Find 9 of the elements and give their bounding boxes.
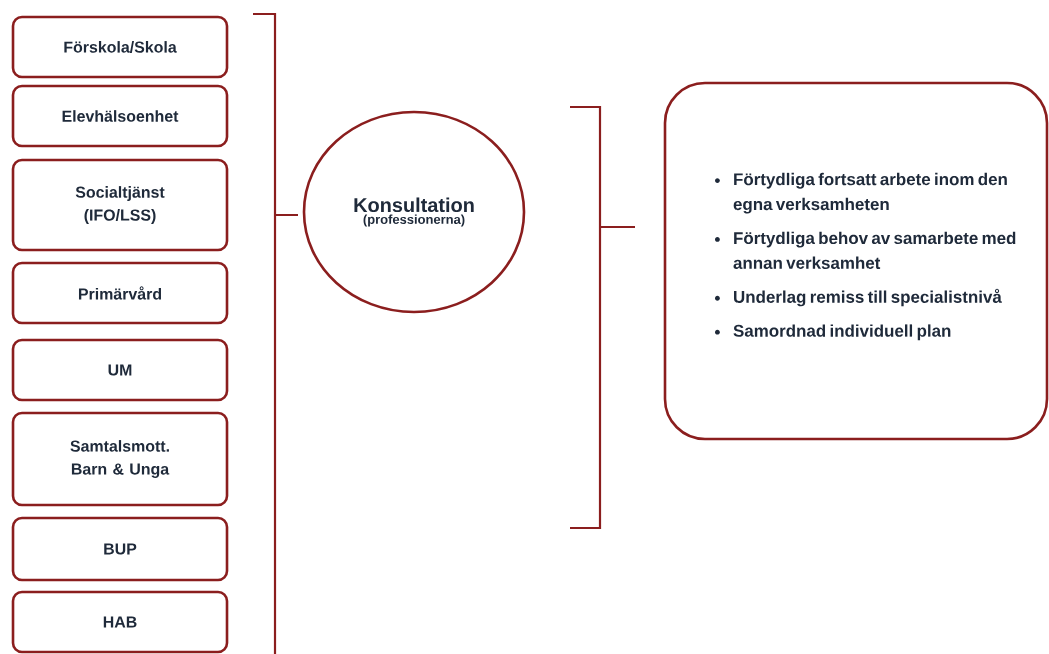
label-box: UM <box>11 338 229 402</box>
label-box: Förskola/Skola <box>11 15 229 79</box>
label-box: Socialtjänst (IFO/LSS) <box>11 158 229 252</box>
label-box: Elevhälsoenhet <box>11 84 229 148</box>
label-box: Samtalsmott. Barn & Unga <box>11 411 229 507</box>
label-box: BUP <box>11 516 229 582</box>
outcome-box: Förtydliga fortsatt arbete inom den egna verksamheten Förtydliga behov av samarbete med annan verksamhet Underlag remiss till specialistnivå Samordnad individuell plan <box>663 81 1049 441</box>
label-box: HAB <box>11 590 229 654</box>
label-box: Primärvård <box>11 261 229 325</box>
